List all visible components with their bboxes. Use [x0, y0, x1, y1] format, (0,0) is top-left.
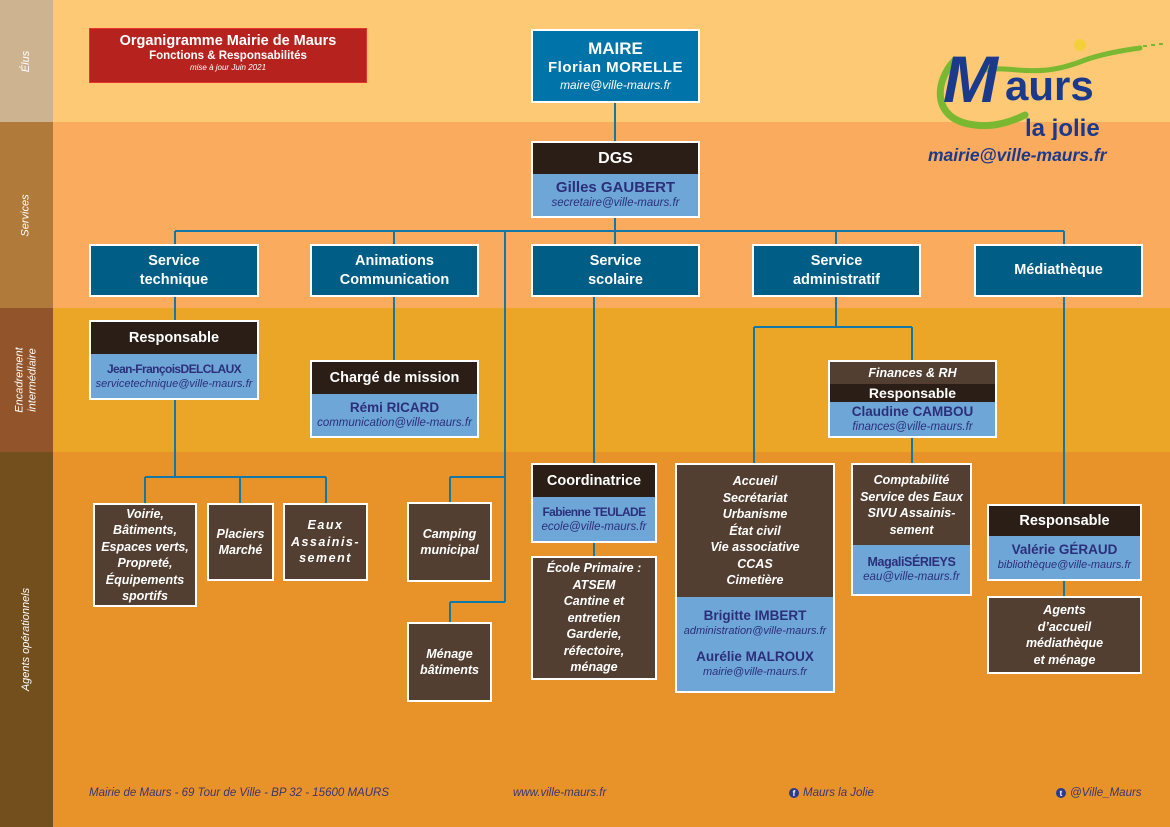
agents-placiers-box: Placiers Marché	[207, 503, 274, 581]
agents-ecole-box: École Primaire : ATSEM Cantine et entret…	[531, 556, 657, 680]
accueil-functions: Accueil Secrétariat Urbanisme État civil…	[677, 465, 833, 597]
communication-mission-box: Chargé de mission Rémi RICARD communicat…	[310, 360, 479, 438]
logo-tagline: la jolie	[1025, 115, 1100, 140]
scolaire-email: ecole@ville-maurs.fr	[541, 520, 647, 533]
service-scolaire-box: Service scolaire	[531, 244, 700, 297]
compta-box: Comptabilité Service des Eaux SIVU Assai…	[851, 463, 972, 596]
enc-line2: intermédiaire	[26, 348, 39, 412]
technique-email: servicetechnique@ville-maurs.fr	[95, 377, 253, 390]
side-label-services: Services	[0, 122, 53, 308]
scolaire-name: Fabienne TEULADE	[542, 504, 646, 519]
title-main: Organigramme Mairie de Maurs	[119, 33, 337, 49]
side-label-elus: Élus	[0, 0, 53, 122]
logo-swoosh-right	[982, 45, 1143, 74]
side-label-elus-text: Élus	[20, 50, 32, 72]
maire-role: MAIRE	[588, 38, 643, 58]
service-administratif-box: Service administratif	[752, 244, 921, 297]
agents-eaux-box: Eaux Assainis- sement	[283, 503, 368, 581]
dgs-role: DGS	[533, 143, 698, 174]
scolaire-head: Coordinatrice	[533, 465, 655, 497]
mediatheque-name: Valérie GÉRAUD	[1011, 542, 1118, 557]
logo-word: aurs	[1005, 62, 1094, 109]
technique-head: Responsable	[91, 322, 257, 354]
agents-mediatheque-box: Agents d’accueil médiathèque et ménage	[987, 596, 1142, 674]
enc-line1: Encadrement	[13, 347, 26, 413]
mediatheque-head: Responsable	[989, 506, 1140, 536]
footer-facebook[interactable]: f Maurs la Jolie	[789, 787, 874, 799]
accueil-person-2: Aurélie MALROUX mairie@ville-maurs.fr	[696, 649, 814, 680]
service-mediatheque-box: Médiathèque	[974, 244, 1143, 297]
service-communication-box: Animations Communication	[310, 244, 479, 297]
dgs-box: DGS Gilles GAUBERT secretaire@ville-maur…	[531, 141, 700, 218]
communication-head: Chargé de mission	[312, 362, 477, 394]
finances-responsable-box: Finances & RH Responsable Claudine CAMBO…	[828, 360, 997, 438]
title-sub: Fonctions & Responsabilités	[149, 50, 307, 62]
compta-name: MagaliSÉRIEYS	[867, 555, 956, 569]
dgs-email: secretaire@ville-maurs.fr	[551, 196, 680, 209]
side-label-agents-text: Agents opérationnels	[20, 587, 33, 692]
agents-camping-box: Camping municipal	[407, 502, 492, 582]
footer-twitter[interactable]: t @Ville_Maurs	[1056, 787, 1142, 799]
communication-name: Rémi RICARD	[349, 399, 440, 415]
accueil-box: Accueil Secrétariat Urbanisme État civil…	[675, 463, 835, 693]
side-label-services-text: Services	[20, 193, 32, 237]
footer-address: Mairie de Maurs - 69 Tour de Ville - BP …	[89, 787, 389, 799]
finances-name: Claudine CAMBOU	[851, 403, 974, 419]
logo-email: mairie@ville-maurs.fr	[928, 145, 1107, 165]
dgs-name: Gilles GAUBERT	[555, 178, 676, 196]
agents-menage-box: Ménage bâtiments	[407, 622, 492, 702]
finances-email: finances@ville-maurs.fr	[852, 420, 973, 433]
compta-email: eau@ville-maurs.fr	[863, 571, 960, 583]
agents-voirie-box: Voirie, Bâtiments, Espaces verts, Propre…	[93, 503, 197, 607]
accueil-person-2-email: mairie@ville-maurs.fr	[702, 666, 808, 679]
footer-website[interactable]: www.ville-maurs.fr	[513, 787, 606, 799]
finances-head: Responsable	[830, 384, 995, 402]
chart-title-box: Organigramme Mairie de Maurs Fonctions &…	[89, 28, 367, 83]
maire-email: maire@ville-maurs.fr	[560, 77, 671, 92]
maire-box: MAIRE Florian MORELLE maire@ville-maurs.…	[531, 29, 700, 103]
mediatheque-responsable-box: Responsable Valérie GÉRAUD bibliothèque@…	[987, 504, 1142, 581]
maurs-logo: M aurs la jolie	[936, 39, 1163, 140]
compta-functions: Comptabilité Service des Eaux SIVU Assai…	[853, 465, 970, 545]
accueil-person-1: Brigitte IMBERT administration@ville-mau…	[684, 608, 827, 639]
accueil-person-2-name: Aurélie MALROUX	[696, 649, 814, 665]
logo-swoosh-left	[936, 56, 1029, 130]
footer-facebook-link[interactable]: Maurs la Jolie	[803, 787, 874, 799]
service-technique-box: Service technique	[89, 244, 259, 297]
footer-twitter-link[interactable]: @Ville_Maurs	[1070, 787, 1142, 799]
scolaire-coordinatrice-box: Coordinatrice Fabienne TEULADE ecole@vil…	[531, 463, 657, 543]
footer-address-text: Mairie de Maurs - 69 Tour de Ville - BP …	[89, 787, 389, 799]
finances-title: Finances & RH	[830, 362, 995, 384]
twitter-icon: t	[1056, 788, 1066, 798]
accueil-person-1-email: administration@ville-maurs.fr	[683, 624, 827, 637]
accueil-person-1-name: Brigitte IMBERT	[703, 607, 807, 623]
facebook-icon: f	[789, 788, 799, 798]
technique-name: Jean-FrançoisDELCLAUX	[106, 361, 242, 376]
side-label-agents: Agents opérationnels	[0, 452, 53, 827]
mediatheque-email: bibliothèque@ville-maurs.fr	[997, 559, 1132, 571]
title-update: mise à jour Juin 2021	[189, 63, 267, 72]
footer-website-link[interactable]: www.ville-maurs.fr	[513, 787, 607, 799]
logo-letter-m: M	[943, 42, 1000, 116]
logo-sun-icon	[1074, 39, 1086, 51]
maire-name: Florian MORELLE	[548, 58, 683, 76]
communication-email: communication@ville-maurs.fr	[317, 416, 472, 429]
technique-responsable-box: Responsable Jean-FrançoisDELCLAUX servic…	[89, 320, 259, 400]
